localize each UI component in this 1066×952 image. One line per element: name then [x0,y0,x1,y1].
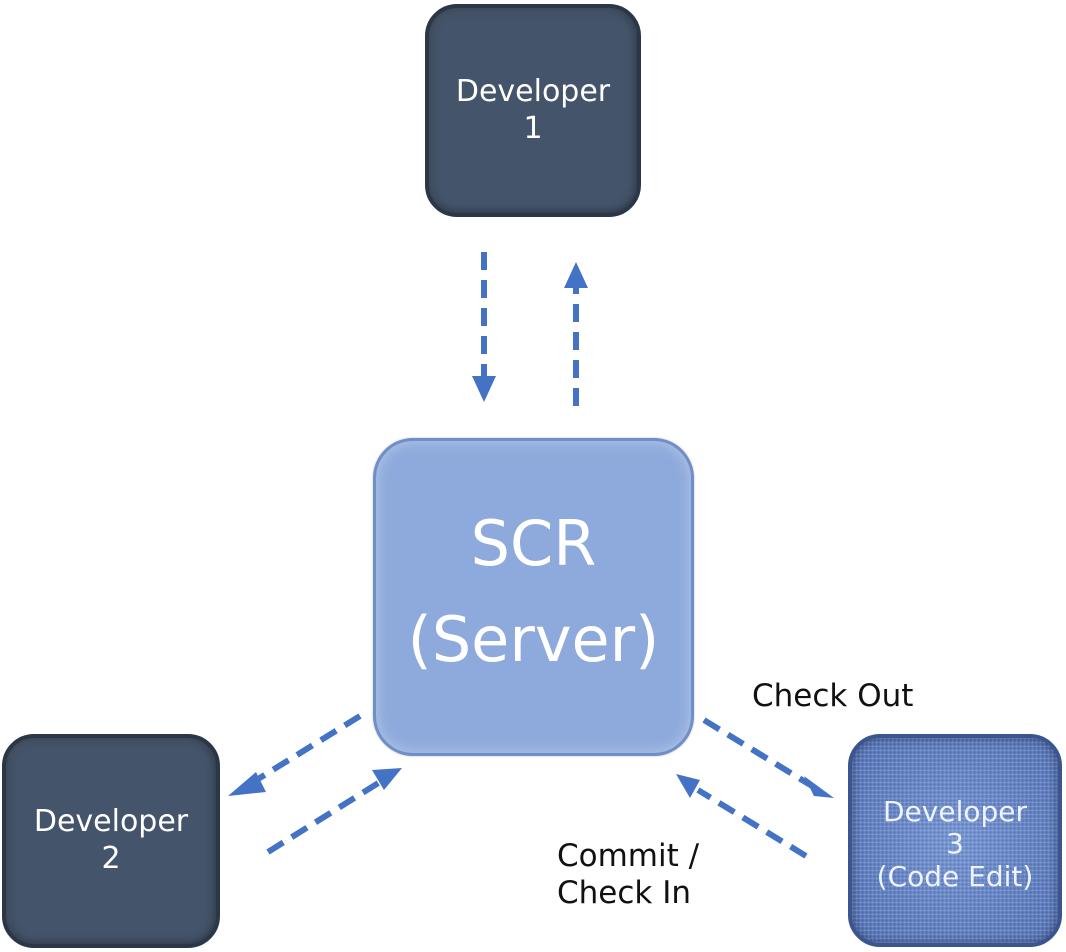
scr-server-node: SCR (Server) [373,438,694,756]
arrowhead-dev1-to-server [472,376,496,402]
developer-3-number: 3 [946,827,964,861]
developer-2-node: Developer 2 [2,734,220,948]
arrowhead-dev3-to-server [676,774,700,798]
developer-3-title: Developer [882,794,1027,828]
developer-1-title: Developer [455,73,611,109]
developer-1-number: 1 [523,110,543,146]
check-in-text: Check In [557,875,692,912]
developer-2-title: Developer [33,804,189,840]
developer-3-status: (Code Edit) [876,859,1034,893]
commit-text: Commit / [557,838,700,874]
check-out-label: Check Out [752,678,913,715]
server-subtitle: (Server) [407,603,660,676]
arrow-dev3-to-server [696,787,808,859]
arrow-server-to-dev3 [702,717,814,789]
developer-3-node: Developer 3 (Code Edit) [848,734,1062,947]
arrowhead-server-to-dev2 [228,772,266,796]
arrow-server-to-dev2 [248,713,362,787]
arrow-dev2-to-server [266,779,382,855]
developer-2-number: 2 [101,841,121,876]
arrowhead-dev2-to-server [372,768,402,790]
developer-1-node: Developer 1 [425,4,641,217]
arrowhead-server-to-dev1 [564,262,588,288]
commit-check-in-label: Commit / Check In [557,838,699,912]
arrowhead-server-to-dev3 [804,776,834,798]
check-out-text: Check Out [752,678,914,714]
server-title: SCR [470,506,597,580]
